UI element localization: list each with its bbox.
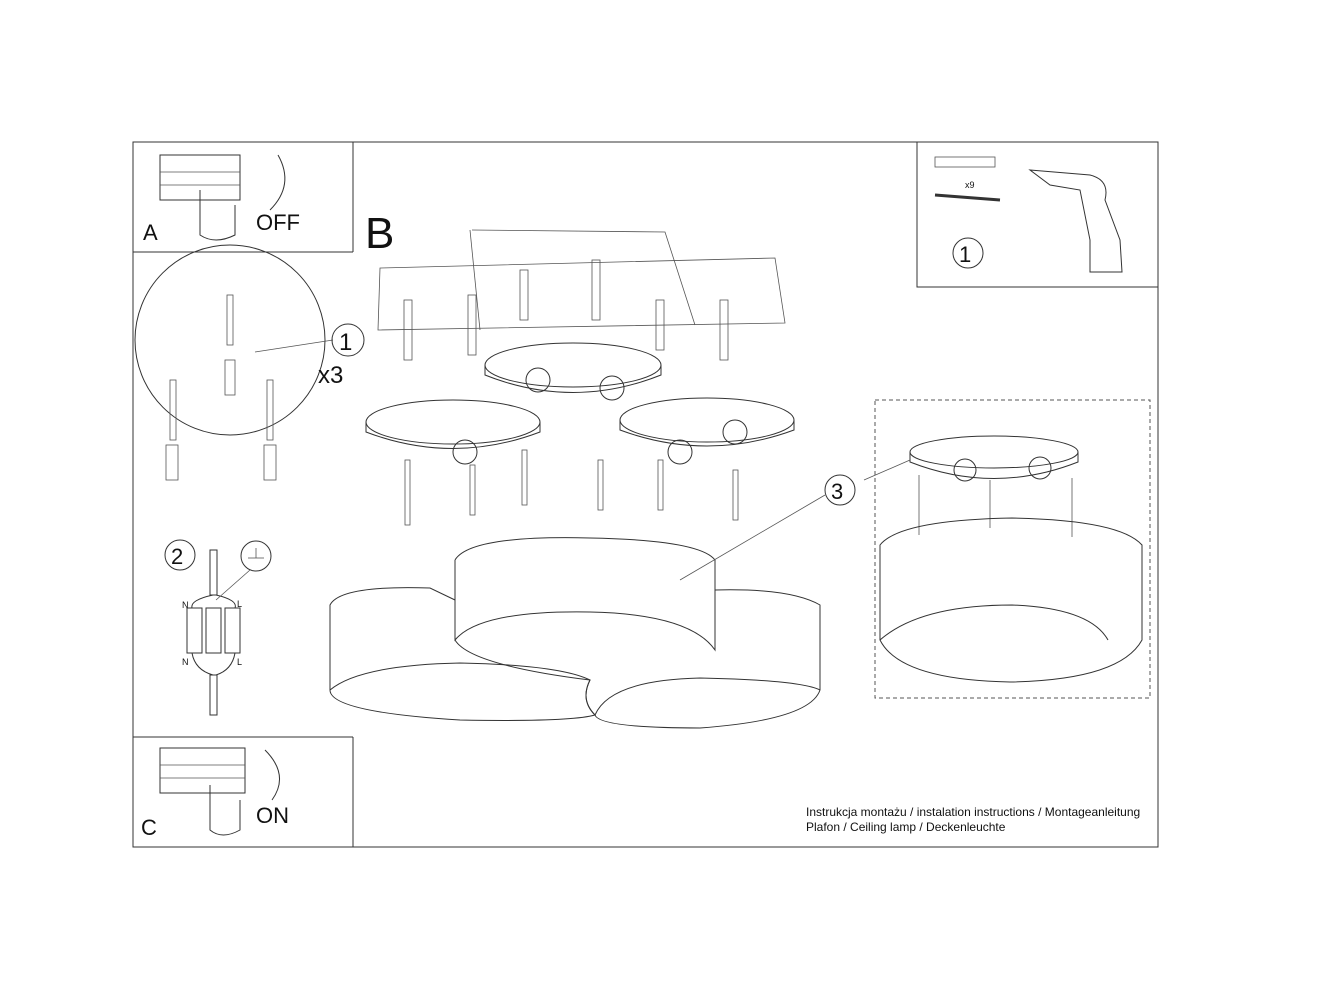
panel-a-letter: A (143, 220, 158, 245)
anchor-quantity: x9 (965, 180, 975, 190)
footer-product-name: Plafon / Ceiling lamp / Deckenleuchte (806, 820, 1006, 834)
drill-icon (1028, 169, 1123, 273)
step-1-label: 1 (339, 329, 352, 356)
footer-instructions-title: Instrukcja montażu / instalation instruc… (806, 805, 1140, 819)
ground-icon (240, 540, 272, 572)
arrow-up-icon (264, 749, 280, 801)
screw-icon (934, 193, 1001, 202)
off-label: OFF (256, 210, 300, 235)
panel-a-breaker-off: A OFF (143, 154, 300, 245)
panel-b-letter: B (365, 209, 394, 258)
on-label: ON (256, 803, 289, 828)
tools-panel (916, 141, 1159, 288)
svg-text:N: N (182, 600, 189, 610)
ceiling-plane (377, 229, 786, 331)
panel-c-breaker-on: C ON (141, 747, 289, 840)
wiring-diagram: 2 N L N L (164, 539, 272, 716)
svg-text:L: L (237, 657, 242, 667)
wall-anchor-icon (934, 156, 996, 168)
svg-text:L: L (237, 599, 242, 609)
hand-icon (199, 190, 236, 241)
tools-required: x9 1 (934, 156, 1123, 273)
multiplier-label: x3 (318, 362, 343, 389)
shade-attachment-detail (863, 399, 1151, 699)
screws-and-anchors (403, 259, 739, 526)
tools-step-label: 1 (959, 242, 971, 267)
mounting-plates (365, 342, 795, 465)
outer-frame (132, 141, 1159, 848)
breaker-icon (159, 747, 246, 794)
lamp-shades (329, 537, 821, 729)
ceiling-anchor-detail: 1 x3 (134, 244, 365, 481)
step-2-label: 2 (171, 544, 183, 569)
step-3-label: 3 (831, 479, 843, 504)
panel-c-letter: C (141, 815, 157, 840)
arrow-down-icon (269, 154, 286, 211)
hand-icon (209, 785, 241, 836)
svg-text:N: N (182, 657, 189, 667)
